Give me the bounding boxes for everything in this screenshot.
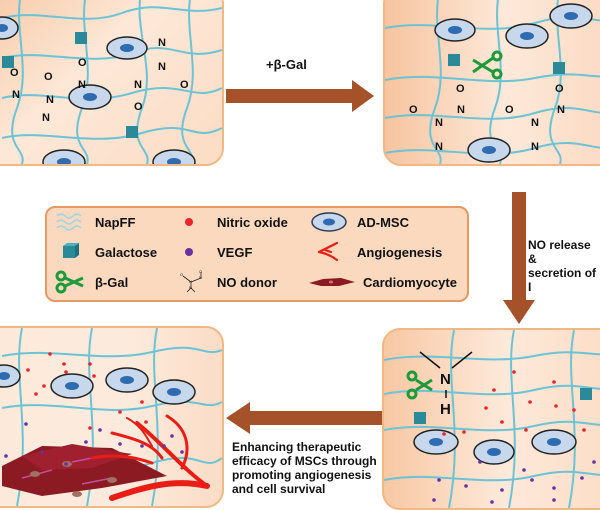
legend-item-nitric-oxide: Nitric oxide (177, 210, 288, 234)
svg-text:N: N (158, 37, 166, 49)
svg-text:O: O (555, 83, 564, 95)
ad-msc-cell-icon (311, 212, 347, 232)
svg-text:O: O (409, 104, 418, 116)
legend-label: Nitric oxide (217, 214, 288, 230)
svg-text:N: N (435, 141, 443, 153)
galactose-cube-icon (63, 243, 79, 258)
ad-msc-cells (434, 3, 593, 163)
svg-text:N: N (435, 117, 443, 129)
hydrogel-scene: ON ONN ON ONN (385, 0, 600, 164)
legend-item-vegf: VEGF (177, 240, 252, 264)
label-line: and cell survival (232, 482, 326, 496)
svg-text:O: O (134, 101, 143, 113)
legend-item-beta-gal: β-Gal (55, 270, 128, 294)
legend-item-galactose: Galactose (55, 240, 157, 264)
svg-text:N: N (531, 141, 539, 153)
hydrogel-scene: ON ONN NNO NO ON (0, 0, 222, 164)
svg-text:O: O (180, 79, 189, 91)
svg-text:O: O (505, 104, 514, 116)
svg-text:N: N (557, 104, 565, 116)
label-line: NO release & (528, 238, 591, 266)
no-donor-molecules: ON ONN ON ONN (409, 83, 565, 153)
svg-text:O: O (78, 57, 87, 69)
svg-text:N: N (46, 94, 54, 106)
amine-structures: NH NH (419, 351, 473, 418)
angiogenesis-vessels (90, 414, 210, 501)
ad-msc-cells (0, 364, 196, 405)
svg-text:N: N (12, 89, 20, 101)
arrow-left-therapeutic (226, 402, 382, 434)
cardiomyocyte-icon (309, 278, 355, 286)
legend-item-ad-msc: AD-MSC (309, 210, 409, 234)
svg-text:N: N (134, 79, 142, 91)
svg-text:O: O (10, 67, 19, 79)
label-line: promoting angiogenesis (232, 468, 372, 482)
svg-text:N: N (199, 275, 202, 280)
label-line: Enhancing therapeutic (232, 440, 362, 454)
legend-label: AD-MSC (357, 214, 409, 230)
angiogenesis-vessel-icon (317, 241, 339, 262)
legend-item-cardiomyocyte: Cardiomyocyte (309, 270, 457, 294)
galactose-cubes (2, 32, 138, 138)
cardiomyocyte-cluster (2, 444, 167, 497)
svg-text:N: N (189, 285, 192, 290)
hydrogel-scene: NH NH (384, 330, 600, 508)
ad-msc-cells (413, 429, 577, 465)
svg-text:N: N (457, 104, 465, 116)
beta-gal-scissors (406, 370, 433, 400)
ad-msc-cells (0, 16, 196, 164)
svg-text:N: N (189, 279, 192, 284)
legend-label: VEGF (217, 244, 253, 260)
legend: NapFF Galactose β-Gal Nitric oxide VEGF … (45, 206, 469, 302)
legend-label: Galactose (95, 244, 158, 260)
arrow-right-beta-gal (226, 80, 374, 112)
label-line: efficacy of MSCs through (232, 454, 377, 468)
svg-text:H: H (440, 401, 451, 418)
nitric-oxide-particles (442, 370, 586, 436)
napff-fiber-icon (56, 213, 82, 231)
legend-label: Angiogenesis (357, 244, 443, 260)
arrow-label-therapeutic: Enhancing therapeutic efficacy of MSCs t… (232, 440, 377, 496)
beta-gal-scissors (472, 50, 503, 80)
hydrogel-scene (0, 328, 222, 506)
legend-item-angiogenesis: Angiogenesis (309, 240, 442, 264)
svg-text:O: O (456, 83, 465, 95)
legend-label: β-Gal (95, 274, 129, 290)
arrow-label-beta-gal: +β-Gal (266, 57, 307, 72)
beta-gal-scissors-icon (55, 270, 84, 294)
legend-label: Cardiomyocyte (363, 274, 457, 290)
arrow-down-no-release (503, 192, 535, 324)
svg-text:N: N (440, 371, 451, 388)
vegf-particles (432, 460, 596, 504)
svg-text:N: N (158, 61, 166, 73)
svg-text:O: O (199, 270, 202, 274)
legend-label: NapFF (95, 214, 136, 230)
panel-no-release: NH NH (382, 328, 600, 510)
legend-label: NO donor (217, 274, 277, 290)
napff-network (1, 0, 222, 164)
vegf-dot-icon (185, 248, 193, 256)
svg-text:N: N (78, 79, 86, 91)
arrow-label-no-release: NO release & secretion of I (528, 238, 600, 294)
vegf-particles (4, 422, 184, 466)
svg-text:N: N (531, 117, 539, 129)
nitric-oxide-particles (26, 352, 148, 430)
label-line: secretion of I (528, 266, 597, 294)
galactose-cubes (414, 388, 592, 424)
nitric-oxide-dot-icon (185, 218, 193, 226)
svg-text:O: O (180, 272, 183, 277)
svg-text:N: N (42, 112, 50, 124)
no-donor-molecules: ON ONN NNO NO ON (10, 37, 189, 124)
panel-therapeutic-effect (0, 326, 224, 508)
svg-text:O: O (44, 71, 53, 83)
galactose-cubes (448, 54, 565, 74)
legend-item-napff: NapFF (55, 210, 135, 234)
